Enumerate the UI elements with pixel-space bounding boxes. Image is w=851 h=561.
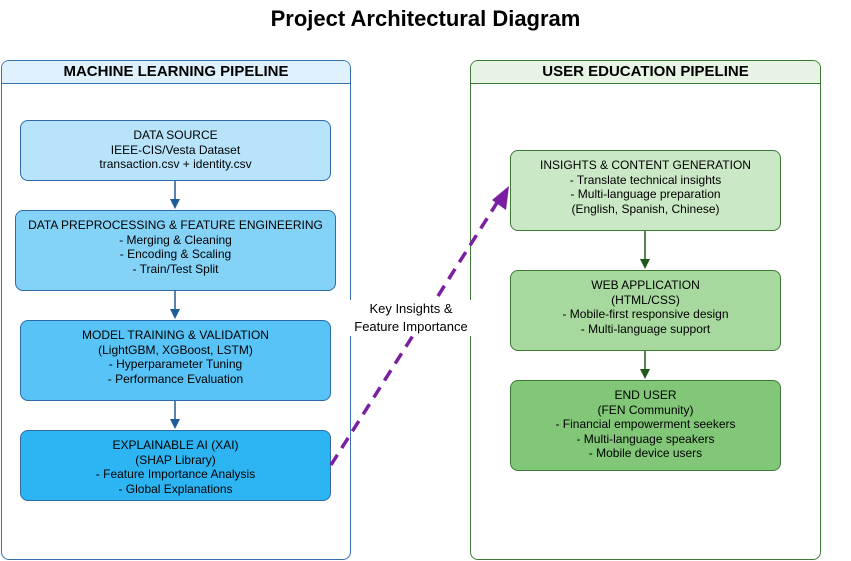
node-line: - Multi-language preparation <box>570 187 721 201</box>
node-model-training: MODEL TRAINING & VALIDATION (LightGBM, X… <box>20 320 331 401</box>
node-line: - Financial empowerment seekers <box>555 417 736 431</box>
connector-label-line: Key Insights & <box>369 301 453 316</box>
node-line: IEEE-CIS/Vesta Dataset <box>110 142 241 157</box>
node-line: - Translate technical insights <box>569 172 722 187</box>
node-line: (SHAP Library) <box>135 452 216 467</box>
node-line: - Global Explanations <box>118 481 233 496</box>
node-line: (FEN Community) <box>597 402 694 417</box>
node-line: - Performance Evaluation <box>107 371 244 386</box>
connector-label: Key Insights & Feature Importance <box>348 300 474 336</box>
node-line: - Encoding & Scaling <box>119 247 232 261</box>
node-line: - Mobile-first responsive design <box>562 307 729 321</box>
ue-pipeline-header: USER EDUCATION PIPELINE <box>471 61 820 84</box>
node-line: - Multi-language speakers <box>576 431 715 446</box>
node-line: MODEL TRAINING & VALIDATION <box>82 328 269 342</box>
ml-pipeline-container: MACHINE LEARNING PIPELINE <box>1 60 351 560</box>
node-line: (LightGBM, XGBoost, LSTM) <box>98 342 253 357</box>
node-line: (HTML/CSS) <box>611 292 680 307</box>
diagram-title: Project Architectural Diagram <box>270 6 581 31</box>
node-line: - Feature Importance Analysis <box>95 467 256 481</box>
node-end-user: END USER (FEN Community) - Financial emp… <box>510 380 781 471</box>
ml-pipeline-header: MACHINE LEARNING PIPELINE <box>2 61 350 84</box>
node-web-application: WEB APPLICATION (HTML/CSS) - Mobile-firs… <box>510 270 781 351</box>
node-explainable-ai: EXPLAINABLE AI (XAI) (SHAP Library) - Fe… <box>20 430 331 501</box>
node-line: - Mobile device users <box>588 446 703 460</box>
node-line: INSIGHTS & CONTENT GENERATION <box>540 158 751 172</box>
node-line: - Hyperparameter Tuning <box>108 357 243 371</box>
node-line: - Merging & Cleaning <box>119 232 232 247</box>
node-line: WEB APPLICATION <box>591 278 700 292</box>
node-data-source: DATA SOURCE IEEE-CIS/Vesta Dataset trans… <box>20 120 331 181</box>
node-line: DATA PREPROCESSING & FEATURE ENGINEERING <box>28 218 323 232</box>
connector-label-line: Feature Importance <box>354 319 468 334</box>
node-insights-content: INSIGHTS & CONTENT GENERATION - Translat… <box>510 150 781 231</box>
node-data-preprocessing: DATA PREPROCESSING & FEATURE ENGINEERING… <box>15 210 336 291</box>
node-line: - Multi-language support <box>580 321 711 336</box>
node-line: transaction.csv + identity.csv <box>99 157 252 171</box>
node-line: EXPLAINABLE AI (XAI) <box>112 438 239 452</box>
node-line: - Train/Test Split <box>132 261 219 276</box>
node-line: DATA SOURCE <box>133 128 218 142</box>
node-line: END USER <box>614 388 677 402</box>
node-line: (English, Spanish, Chinese) <box>571 201 720 216</box>
